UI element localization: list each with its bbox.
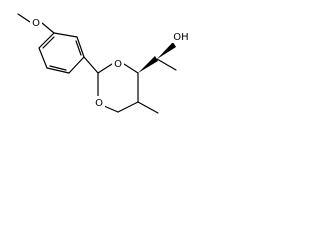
ring-bond-c6-o3 [103,105,119,113]
aryl-bond-3 [68,56,85,74]
benzene-ring [38,32,85,74]
ring-bond-c5-c6 [117,101,139,113]
bond-c5-methyl [137,101,159,114]
ring-bond-acetal-o1 [97,63,113,74]
wedge-bond-sidechain-oh [157,42,176,59]
hydroxyl-label: OH [173,32,188,43]
dioxane-ring [97,63,139,113]
aryl-double-bond-a [75,40,82,56]
aryl-bond-4 [46,67,70,74]
bond-aryl-acetal [83,56,99,74]
aryl-double-bond-c [42,36,55,49]
atom-ring-oxygen-top: O [112,57,124,70]
bond-methoxy-o-aryl [41,22,55,34]
aryl-bond-6 [38,32,55,49]
aryl-bond-2 [76,36,85,58]
atom-ring-oxygen-bottom: O [93,96,105,109]
aryl-bond-5 [38,47,48,69]
atom-hydroxyl: OH [171,30,191,43]
atom-methoxy-oxygen: O [30,16,42,29]
ring-oxygen-top-label: O [114,59,122,70]
ring-bond-o1-c4 [123,63,139,74]
ring-oxygen-bottom-label: O [95,98,103,109]
methoxy-oxygen-label: O [32,18,40,29]
aryl-bond-1 [53,32,78,38]
aryl-double-bond-b [49,65,67,71]
bond-methyl-methoxy-o [17,13,31,23]
wedge-bond-c4-sidechain [138,56,158,73]
molecule-structure: O O O OH [17,13,191,114]
bond-sidechain-methyl [156,58,177,71]
